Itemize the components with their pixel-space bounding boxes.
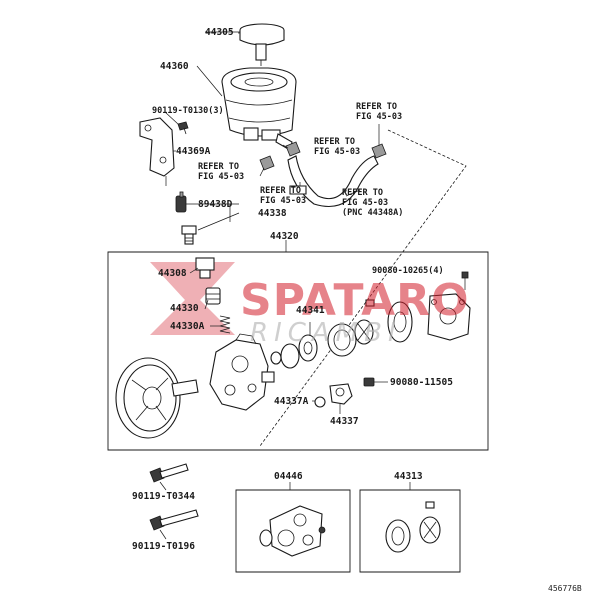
pump-assembly-box xyxy=(107,251,489,451)
refer-callout-4-line2: FIG 45-03 xyxy=(260,196,307,206)
label-44369a[interactable]: 44369A xyxy=(176,146,211,157)
hose-clamp-part[interactable] xyxy=(259,141,387,171)
valve-spring-part[interactable] xyxy=(219,315,231,334)
union-44338-part[interactable] xyxy=(181,225,197,245)
watermark-brand: SPATARO xyxy=(240,275,470,326)
bolt-90119-t0344-part[interactable] xyxy=(149,463,189,483)
gasket-kit-box xyxy=(235,489,351,573)
refer-callout-1[interactable]: REFER TO FIG 45-03 xyxy=(356,102,402,122)
label-44337a[interactable]: 44337A xyxy=(274,396,309,407)
pump-body-part[interactable] xyxy=(209,333,275,411)
label-44330[interactable]: 44330 xyxy=(170,303,199,314)
label-90119-t0344[interactable]: 90119-T0344 xyxy=(132,491,195,502)
side-plate-part[interactable] xyxy=(387,301,413,343)
watermark-logo-icon xyxy=(150,262,235,335)
refer-callout-2-line1: REFER TO xyxy=(314,137,355,147)
refer-callout-2[interactable]: REFER TO FIG 45-03 xyxy=(314,137,360,157)
dashed-callout-line xyxy=(259,129,467,447)
bolt-90119-t0196-part[interactable] xyxy=(149,509,199,531)
refer-callout-4-line1: REFER TO xyxy=(260,186,301,196)
sensor-89438d-part[interactable] xyxy=(175,191,187,213)
refer-callout-5-line2: FIG 45-03 xyxy=(342,198,389,208)
label-90080-11505[interactable]: 90080-11505 xyxy=(390,377,453,388)
relief-valve-plug-part[interactable] xyxy=(195,257,215,279)
label-44341[interactable]: 44341 xyxy=(296,305,325,316)
pipe-stub-part[interactable] xyxy=(289,185,307,195)
refer-callout-3[interactable]: REFER TO FIG 45-03 xyxy=(198,162,244,182)
refer-callout-5-line3: (PNC 44348A) xyxy=(342,208,404,218)
label-44360[interactable]: 44360 xyxy=(160,61,189,72)
cartridge-kit-box xyxy=(359,489,461,573)
label-44305[interactable]: 44305 xyxy=(205,27,234,38)
reservoir-tank-part[interactable] xyxy=(221,67,297,151)
bolt-90119-t0130-part[interactable] xyxy=(177,121,189,135)
label-89438d[interactable]: 89438D xyxy=(198,199,233,210)
pin-part[interactable] xyxy=(365,299,375,307)
o-ring-44337a-part[interactable] xyxy=(314,396,326,408)
gasket-kit-part[interactable] xyxy=(259,505,326,557)
refer-callout-4[interactable]: REFER TO FIG 45-03 xyxy=(260,186,306,206)
flow-control-valve-part[interactable] xyxy=(205,287,221,305)
reservoir-bracket-part[interactable] xyxy=(139,117,175,186)
return-hose-part[interactable] xyxy=(287,155,379,208)
pump-shaft-seal-44341-part[interactable] xyxy=(298,322,318,362)
label-44338[interactable]: 44338 xyxy=(258,208,287,219)
rotor-part[interactable] xyxy=(354,319,374,345)
cartridge-kit-part[interactable] xyxy=(385,501,441,553)
label-44337[interactable]: 44337 xyxy=(330,416,359,427)
label-90119-t0130[interactable]: 90119-T0130(3) xyxy=(152,106,224,116)
bolt-90080-11505-part[interactable] xyxy=(363,377,388,387)
o-ring-part[interactable] xyxy=(270,343,300,369)
refer-callout-3-line1: REFER TO xyxy=(198,162,239,172)
pressure-port-44337-part[interactable] xyxy=(329,383,353,405)
refer-callout-2-line2: FIG 45-03 xyxy=(314,147,361,157)
label-04446[interactable]: 04446 xyxy=(274,471,303,482)
label-44308[interactable]: 44308 xyxy=(158,268,187,279)
refer-callout-1-line2: FIG 45-03 xyxy=(356,112,403,122)
label-44313[interactable]: 44313 xyxy=(394,471,423,482)
label-44320[interactable]: 44320 xyxy=(270,231,299,242)
refer-callout-5-line1: REFER TO xyxy=(342,188,383,198)
label-44330a[interactable]: 44330A xyxy=(170,321,205,332)
leader-lines-top xyxy=(164,31,380,231)
refer-callout-3-line2: FIG 45-03 xyxy=(198,172,245,182)
diagram-id: 456776B xyxy=(548,584,582,593)
watermark-sub: RICAMBI xyxy=(250,318,402,348)
label-90119-t0196[interactable]: 90119-T0196 xyxy=(132,541,195,552)
refer-callout-1-line1: REFER TO xyxy=(356,102,397,112)
bolt-90080-10265-part[interactable] xyxy=(461,271,469,290)
reservoir-cap-part[interactable] xyxy=(239,23,285,66)
label-90080-10265[interactable]: 90080-10265(4) xyxy=(372,266,444,276)
refer-callout-5[interactable]: REFER TO FIG 45-03 (PNC 44348A) xyxy=(342,188,403,218)
pump-pulley-part[interactable] xyxy=(115,357,199,439)
rear-housing-part[interactable] xyxy=(427,293,471,341)
cam-ring-part[interactable] xyxy=(327,323,357,357)
